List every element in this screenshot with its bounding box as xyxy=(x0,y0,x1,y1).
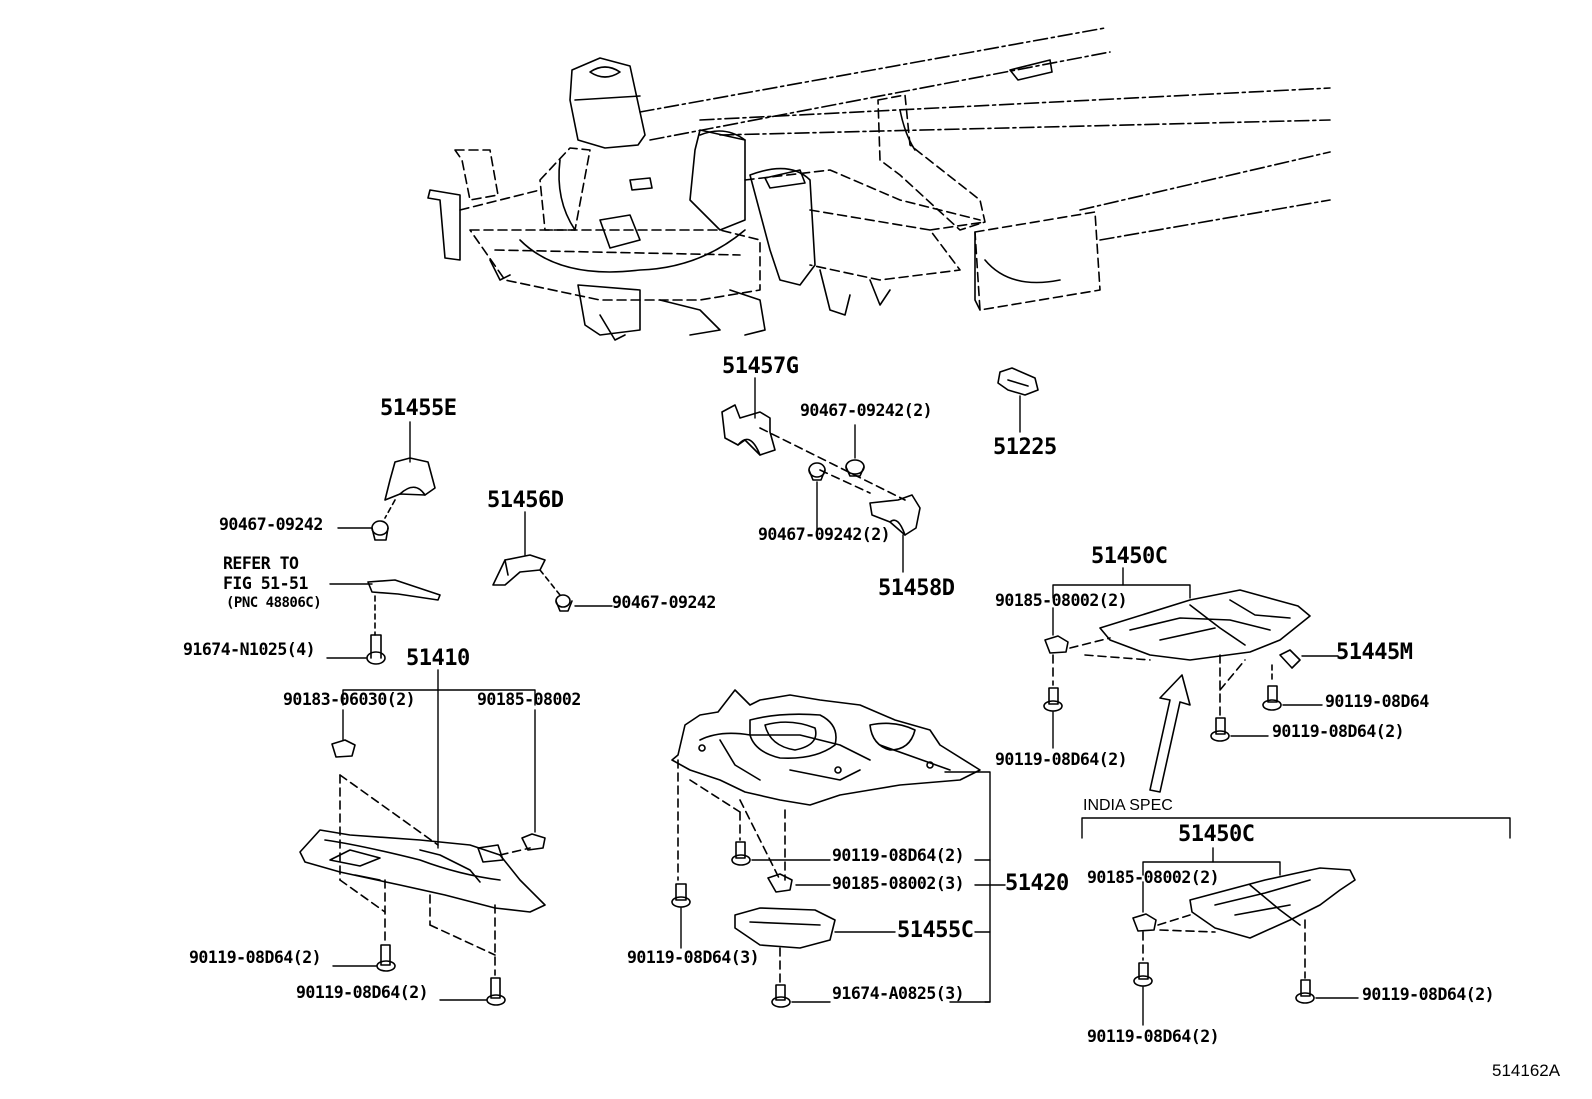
clip-51225-drawing xyxy=(997,367,1039,433)
bracket-refer-fig-drawing xyxy=(326,579,441,665)
label-india-spec: INDIA SPEC xyxy=(1083,797,1173,814)
label-51450C-top: 51450C xyxy=(1091,544,1168,569)
label-90185-08002-2-top: 90185-08002(2) xyxy=(995,591,1128,610)
label-90119-08D64-2-india-bottom: 90119-08D64(2) xyxy=(1087,1027,1220,1046)
label-51445M: 51445M xyxy=(1336,640,1413,665)
label-91674-A0825-3: 91674-A0825(3) xyxy=(832,984,965,1003)
label-51456D: 51456D xyxy=(487,488,564,513)
bracket-51456D-drawing xyxy=(492,511,613,612)
label-51225: 51225 xyxy=(993,435,1057,460)
bolt-90467-09242-top xyxy=(808,424,865,533)
bracket-51455E-drawing xyxy=(337,421,436,541)
label-90119-08D64-2-d: 90119-08D64(2) xyxy=(995,750,1128,769)
label-51420: 51420 xyxy=(1005,871,1069,896)
label-90185-08002-2-india: 90185-08002(2) xyxy=(1087,868,1220,887)
label-90467-09242-2-mid: 90467-09242(2) xyxy=(758,525,891,544)
diagram-id: 514162A xyxy=(1492,1061,1561,1080)
label-90183-06030-2: 90183-06030(2) xyxy=(283,690,416,709)
label-90467-09242-right: 90467-09242 xyxy=(612,593,716,612)
undercover-51410-drawing xyxy=(299,669,546,1006)
label-90119-08D64-2-a: 90119-08D64(2) xyxy=(189,948,322,967)
label-refer-to: REFER TO xyxy=(223,554,299,573)
bracket-51458D-drawing xyxy=(869,494,921,573)
label-90119-08D64-single: 90119-08D64 xyxy=(1325,692,1429,711)
india-spec-drawing xyxy=(1081,817,1511,1026)
label-51458D: 51458D xyxy=(878,576,955,601)
label-90467-09242-2-top: 90467-09242(2) xyxy=(800,401,933,420)
label-51450C-india: 51450C xyxy=(1178,822,1255,847)
label-90119-08D64-3: 90119-08D64(3) xyxy=(627,948,760,967)
label-90467-09242-left: 90467-09242 xyxy=(219,515,323,534)
label-51457G: 51457G xyxy=(722,354,799,379)
label-90119-08D64-2-india-right: 90119-08D64(2) xyxy=(1362,985,1495,1004)
label-refer-fig: FIG 51-51 xyxy=(223,574,308,593)
undercover-51420-drawing xyxy=(671,689,1006,1008)
label-90119-08D64-2-e: 90119-08D64(2) xyxy=(832,846,965,865)
bracket-51457G-drawing xyxy=(721,377,906,501)
label-51455C: 51455C xyxy=(897,918,974,943)
label-90185-08002-3: 90185-08002(3) xyxy=(832,874,965,893)
label-90119-08D64-2-b: 90119-08D64(2) xyxy=(296,983,429,1002)
label-51410: 51410 xyxy=(406,646,470,671)
undercover-51450C-top-drawing xyxy=(1043,567,1311,793)
label-91674-N1025-4: 91674-N1025(4) xyxy=(183,640,316,659)
label-refer-pnc: (PNC 48806C) xyxy=(226,595,322,611)
label-90119-08D64-2-c: 90119-08D64(2) xyxy=(1272,722,1405,741)
clip-51445M-drawing xyxy=(1262,649,1339,711)
vehicle-frame-drawing xyxy=(427,27,1331,341)
label-90185-08002-left: 90185-08002 xyxy=(477,690,581,709)
label-51455E: 51455E xyxy=(380,396,457,421)
